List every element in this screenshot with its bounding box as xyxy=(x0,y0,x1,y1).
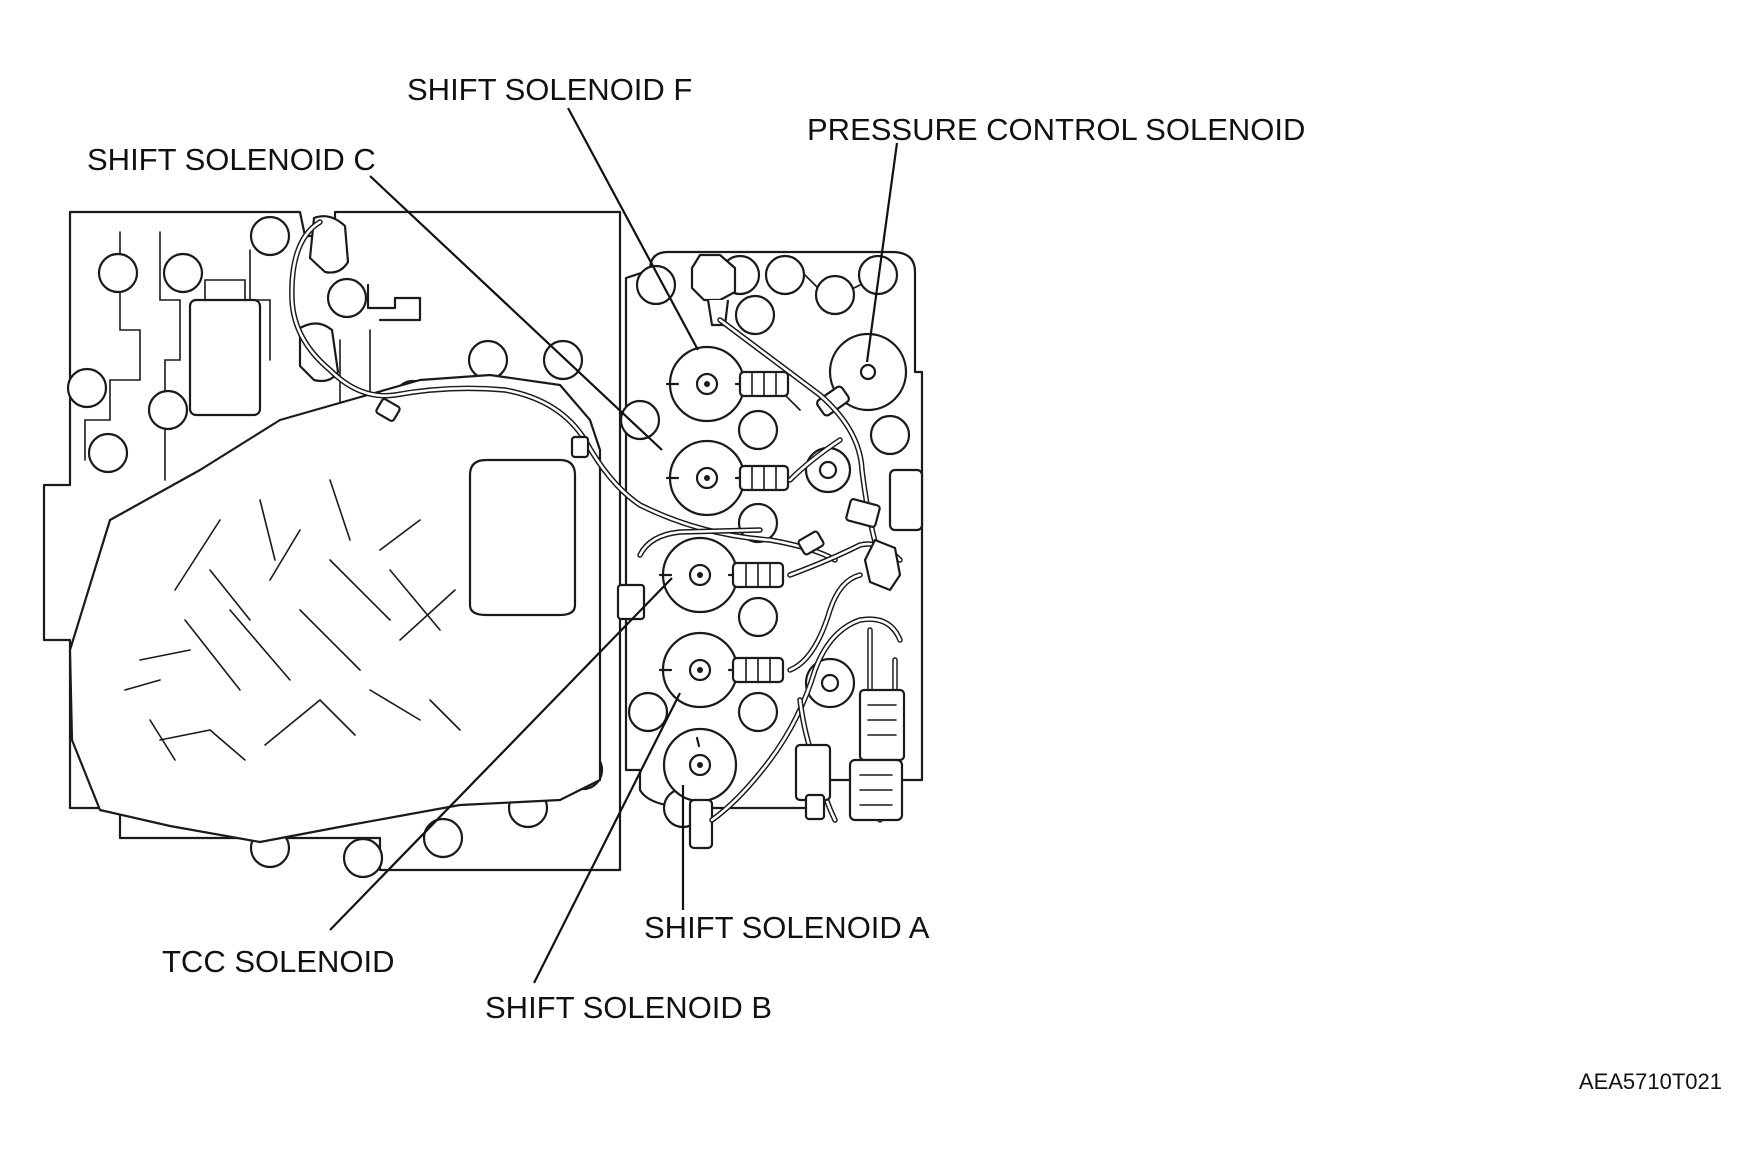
label-shift-solenoid-f: SHIFT SOLENOID F xyxy=(407,72,692,107)
figure-code: AEA5710T021 xyxy=(1579,1069,1722,1094)
callouts: SHIFT SOLENOID F PRESSURE CONTROL SOLENO… xyxy=(87,72,1722,1094)
label-pressure-control-solenoid: PRESSURE CONTROL SOLENOID xyxy=(807,112,1305,147)
label-tcc-solenoid: TCC SOLENOID xyxy=(162,944,395,979)
leader-tcc-solenoid xyxy=(329,577,673,931)
shift-solenoid-a-body xyxy=(662,727,738,850)
label-shift-solenoid-c: SHIFT SOLENOID C xyxy=(87,142,376,177)
right-body-ports xyxy=(804,446,856,709)
label-shift-solenoid-a: SHIFT SOLENOID A xyxy=(644,910,930,945)
leader-lines xyxy=(329,107,899,984)
shift-solenoid-b-body xyxy=(658,631,785,709)
separator-plate xyxy=(68,373,602,844)
leader-shift-solenoid-c xyxy=(369,175,663,451)
pressure-control-solenoid-body xyxy=(816,332,908,417)
leader-pressure-control-solenoid xyxy=(865,142,899,363)
leader-shift-solenoid-b xyxy=(533,692,681,984)
label-shift-solenoid-b: SHIFT SOLENOID B xyxy=(485,990,772,1025)
tcc-solenoid-body xyxy=(658,536,785,614)
wire-harness xyxy=(289,219,903,823)
shift-solenoid-c-body xyxy=(665,439,790,517)
shift-solenoid-f-body xyxy=(665,345,790,423)
harness-clips xyxy=(375,398,902,621)
plug-connectors xyxy=(794,688,906,822)
leader-shift-solenoid-f xyxy=(567,107,699,351)
